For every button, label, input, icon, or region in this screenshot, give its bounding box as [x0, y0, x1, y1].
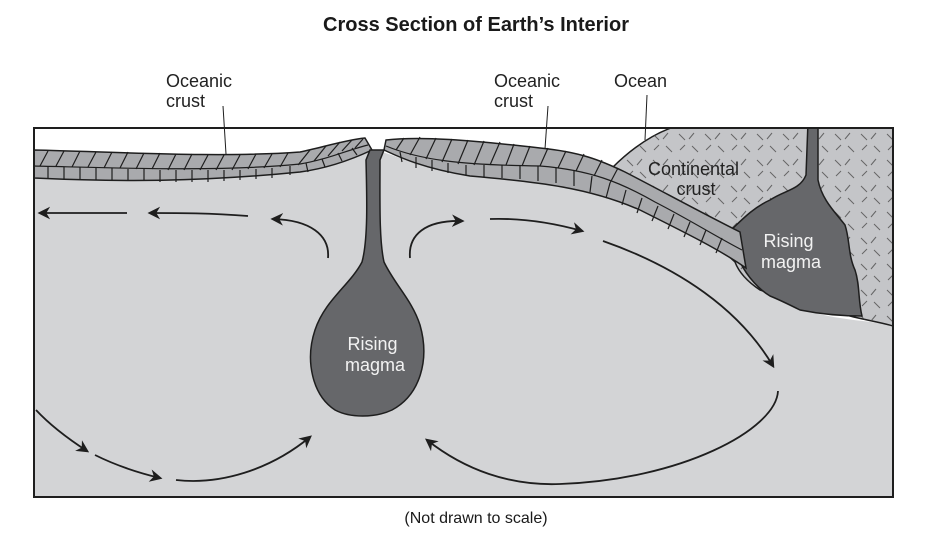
leader-lines — [222, 94, 648, 155]
rising-magma-right — [719, 128, 863, 317]
oceanic-crust-left-segments — [39, 138, 364, 182]
label-continental-crust: Continental crust — [648, 159, 744, 199]
mantle — [34, 150, 893, 497]
arrow-left-bottom-3 — [175, 435, 312, 482]
arrow-left-bottom-1 — [35, 409, 90, 453]
label-rising-magma-center: Rising magma — [345, 334, 406, 375]
oceanic-crust-right-segments — [395, 136, 723, 254]
arrow-left-top-2 — [147, 206, 249, 220]
label-ocean: Ocean — [614, 71, 667, 91]
scale-caption: (Not drawn to scale) — [404, 510, 548, 527]
arrow-right-top-1 — [489, 217, 585, 235]
oceanic-crust-right — [383, 137, 748, 270]
arrow-right-curve — [409, 214, 465, 259]
diagram-frame — [33, 127, 894, 498]
label-oceanic-crust-right: Oceanic crust — [494, 71, 565, 111]
convection-arrows — [35, 206, 779, 486]
label-rising-magma-right: Rising magma — [761, 231, 822, 272]
arrow-left-curve — [270, 212, 329, 259]
rising-magma-center — [309, 149, 425, 417]
arrow-right-descent — [602, 240, 775, 369]
label-oceanic-crust-left: Oceanic crust — [166, 71, 237, 111]
diagram-title: Cross Section of Earth’s Interior — [323, 14, 629, 36]
arrow-right-bottom — [425, 390, 779, 486]
arrow-left-bottom-2 — [94, 454, 163, 482]
